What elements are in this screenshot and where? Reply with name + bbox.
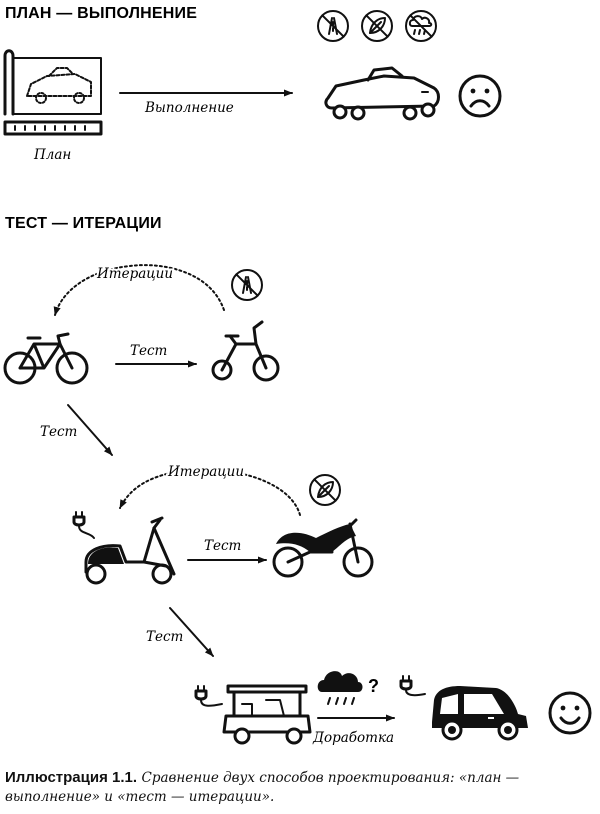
label-execution: Выполнение — [144, 100, 234, 116]
label-test-diagonal-2: Тест — [146, 629, 183, 645]
figure-caption: Иллюстрация 1.1. Сравнение двух способов… — [5, 768, 595, 807]
test-diagonal-arrow-1 — [67, 404, 113, 456]
no-rain-icon — [405, 10, 437, 42]
caption-number: Иллюстрация 1.1. — [5, 769, 138, 786]
scooter-icon — [84, 516, 176, 585]
heading-plan: ПЛАН — ВЫПОЛНЕНИЕ — [5, 5, 197, 22]
label-test-1: Тест — [130, 343, 167, 359]
ugly-car-icon — [324, 66, 440, 121]
plug-icon — [399, 675, 426, 697]
caption-text: Сравнение двух способов проектирования: … — [5, 770, 520, 805]
sad-face-icon — [458, 74, 502, 118]
blueprint-icon — [3, 49, 103, 136]
balance-bike-icon — [211, 320, 280, 382]
smart-car-icon — [432, 686, 528, 741]
test-diagonal-arrow-2 — [169, 607, 214, 657]
label-plan: План — [33, 147, 71, 163]
no-road-icon — [317, 10, 349, 42]
iteration-arrow-2 — [119, 468, 301, 516]
plug-icon — [194, 685, 223, 707]
label-refinement: Доработка — [312, 730, 394, 746]
iteration-arrow-1 — [53, 264, 225, 316]
bicycle-icon — [3, 332, 89, 385]
rain-cloud-icon — [317, 671, 363, 705]
label-iterations-2: Итерации — [167, 464, 244, 480]
heading-test: ТЕСТ — ИТЕРАЦИИ — [5, 215, 162, 232]
smile-face-icon — [548, 691, 592, 735]
golf-cart-icon — [222, 684, 312, 745]
no-eco-icon — [361, 10, 393, 42]
label-iterations-1: Итерации — [96, 266, 173, 282]
no-eco-icon — [309, 474, 341, 506]
plug-icon — [72, 511, 95, 539]
label-test-diagonal-1: Тест — [40, 424, 77, 440]
motorcycle-icon — [272, 518, 374, 578]
no-road-icon — [231, 269, 263, 301]
label-test-2: Тест — [204, 538, 241, 554]
question-mark: ? — [368, 676, 379, 696]
